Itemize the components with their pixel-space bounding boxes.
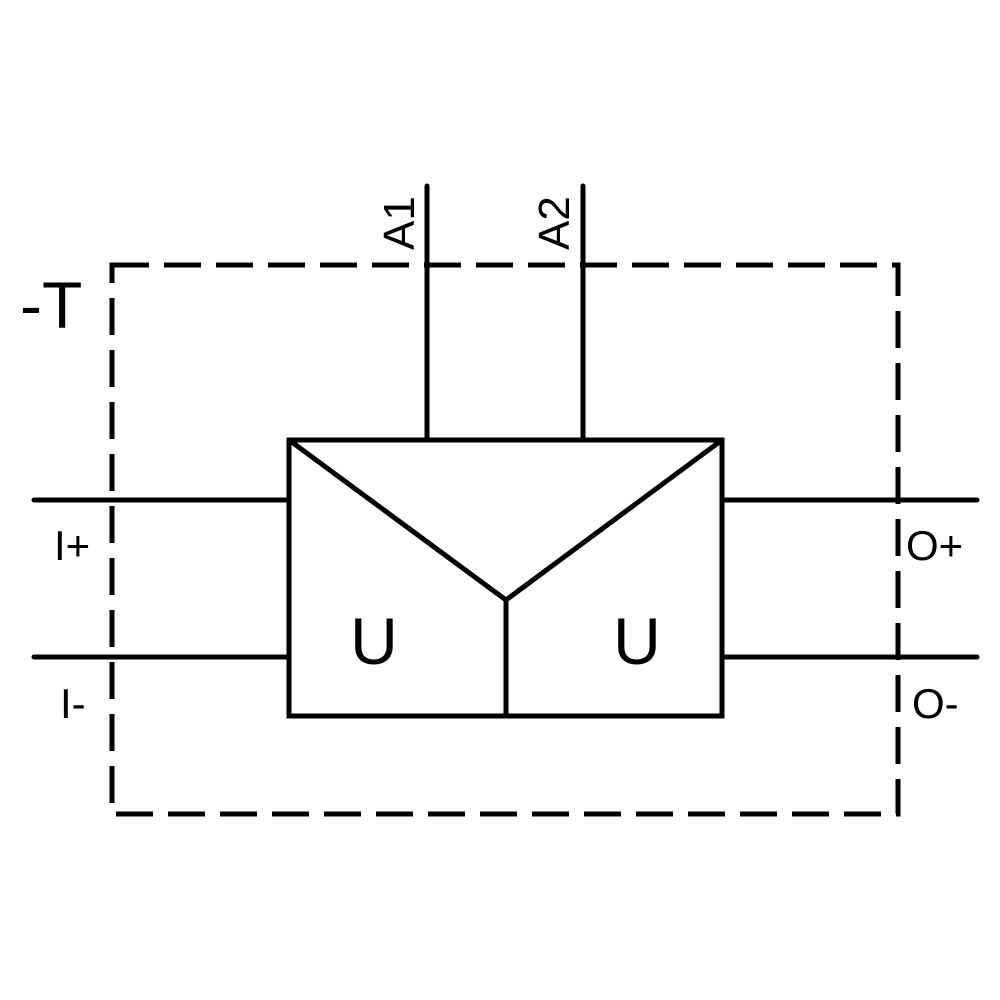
terminal-label-o-plus: O+ [906, 522, 963, 569]
device-designation: -T [20, 268, 82, 342]
terminal-label-i-plus: I+ [54, 522, 90, 569]
device-enclosure-dashed [109, 262, 901, 817]
terminal-label-a1: A1 [375, 196, 424, 250]
terminal-label-a2: A2 [530, 196, 579, 250]
terminal-label-o-minus: O- [912, 680, 959, 727]
input-section-symbol: U [350, 604, 398, 678]
output-section-symbol: U [613, 604, 661, 678]
terminal-label-i-minus: I- [60, 680, 86, 727]
